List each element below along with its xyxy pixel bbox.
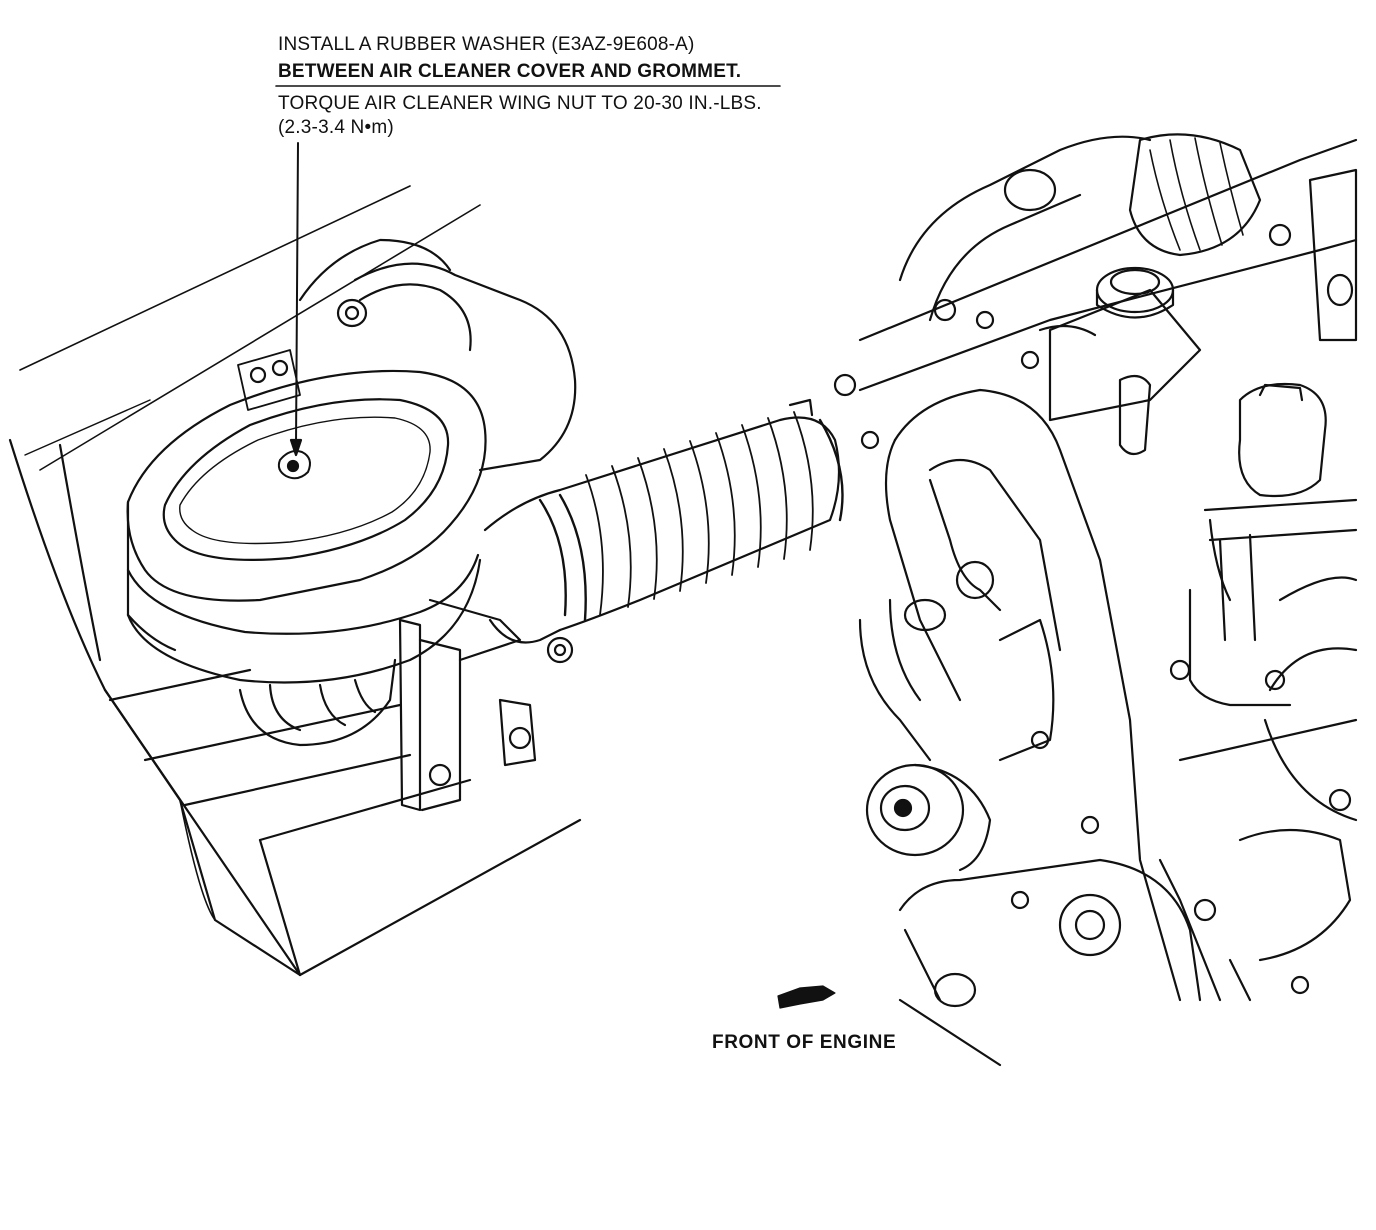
air-cleaner-assembly [126, 238, 577, 812]
front-arrow [777, 985, 836, 1009]
engine-block [833, 133, 1358, 1067]
callout-install-washer: INSTALL A RUBBER WASHER (E3AZ-9E608-A) [278, 34, 695, 55]
fender-panel [8, 185, 582, 977]
callout-between-cover-grommet: BETWEEN AIR CLEANER COVER AND GROMMET. [278, 61, 742, 82]
callout-torque-spec: TORQUE AIR CLEANER WING NUT TO 20-30 IN.… [278, 93, 762, 114]
callout-leader [275, 85, 781, 457]
intake-duct [483, 398, 844, 664]
callout-torque-metric: (2.3-3.4 N•m) [278, 117, 394, 138]
front-of-engine-label: FRONT OF ENGINE [712, 1032, 897, 1053]
